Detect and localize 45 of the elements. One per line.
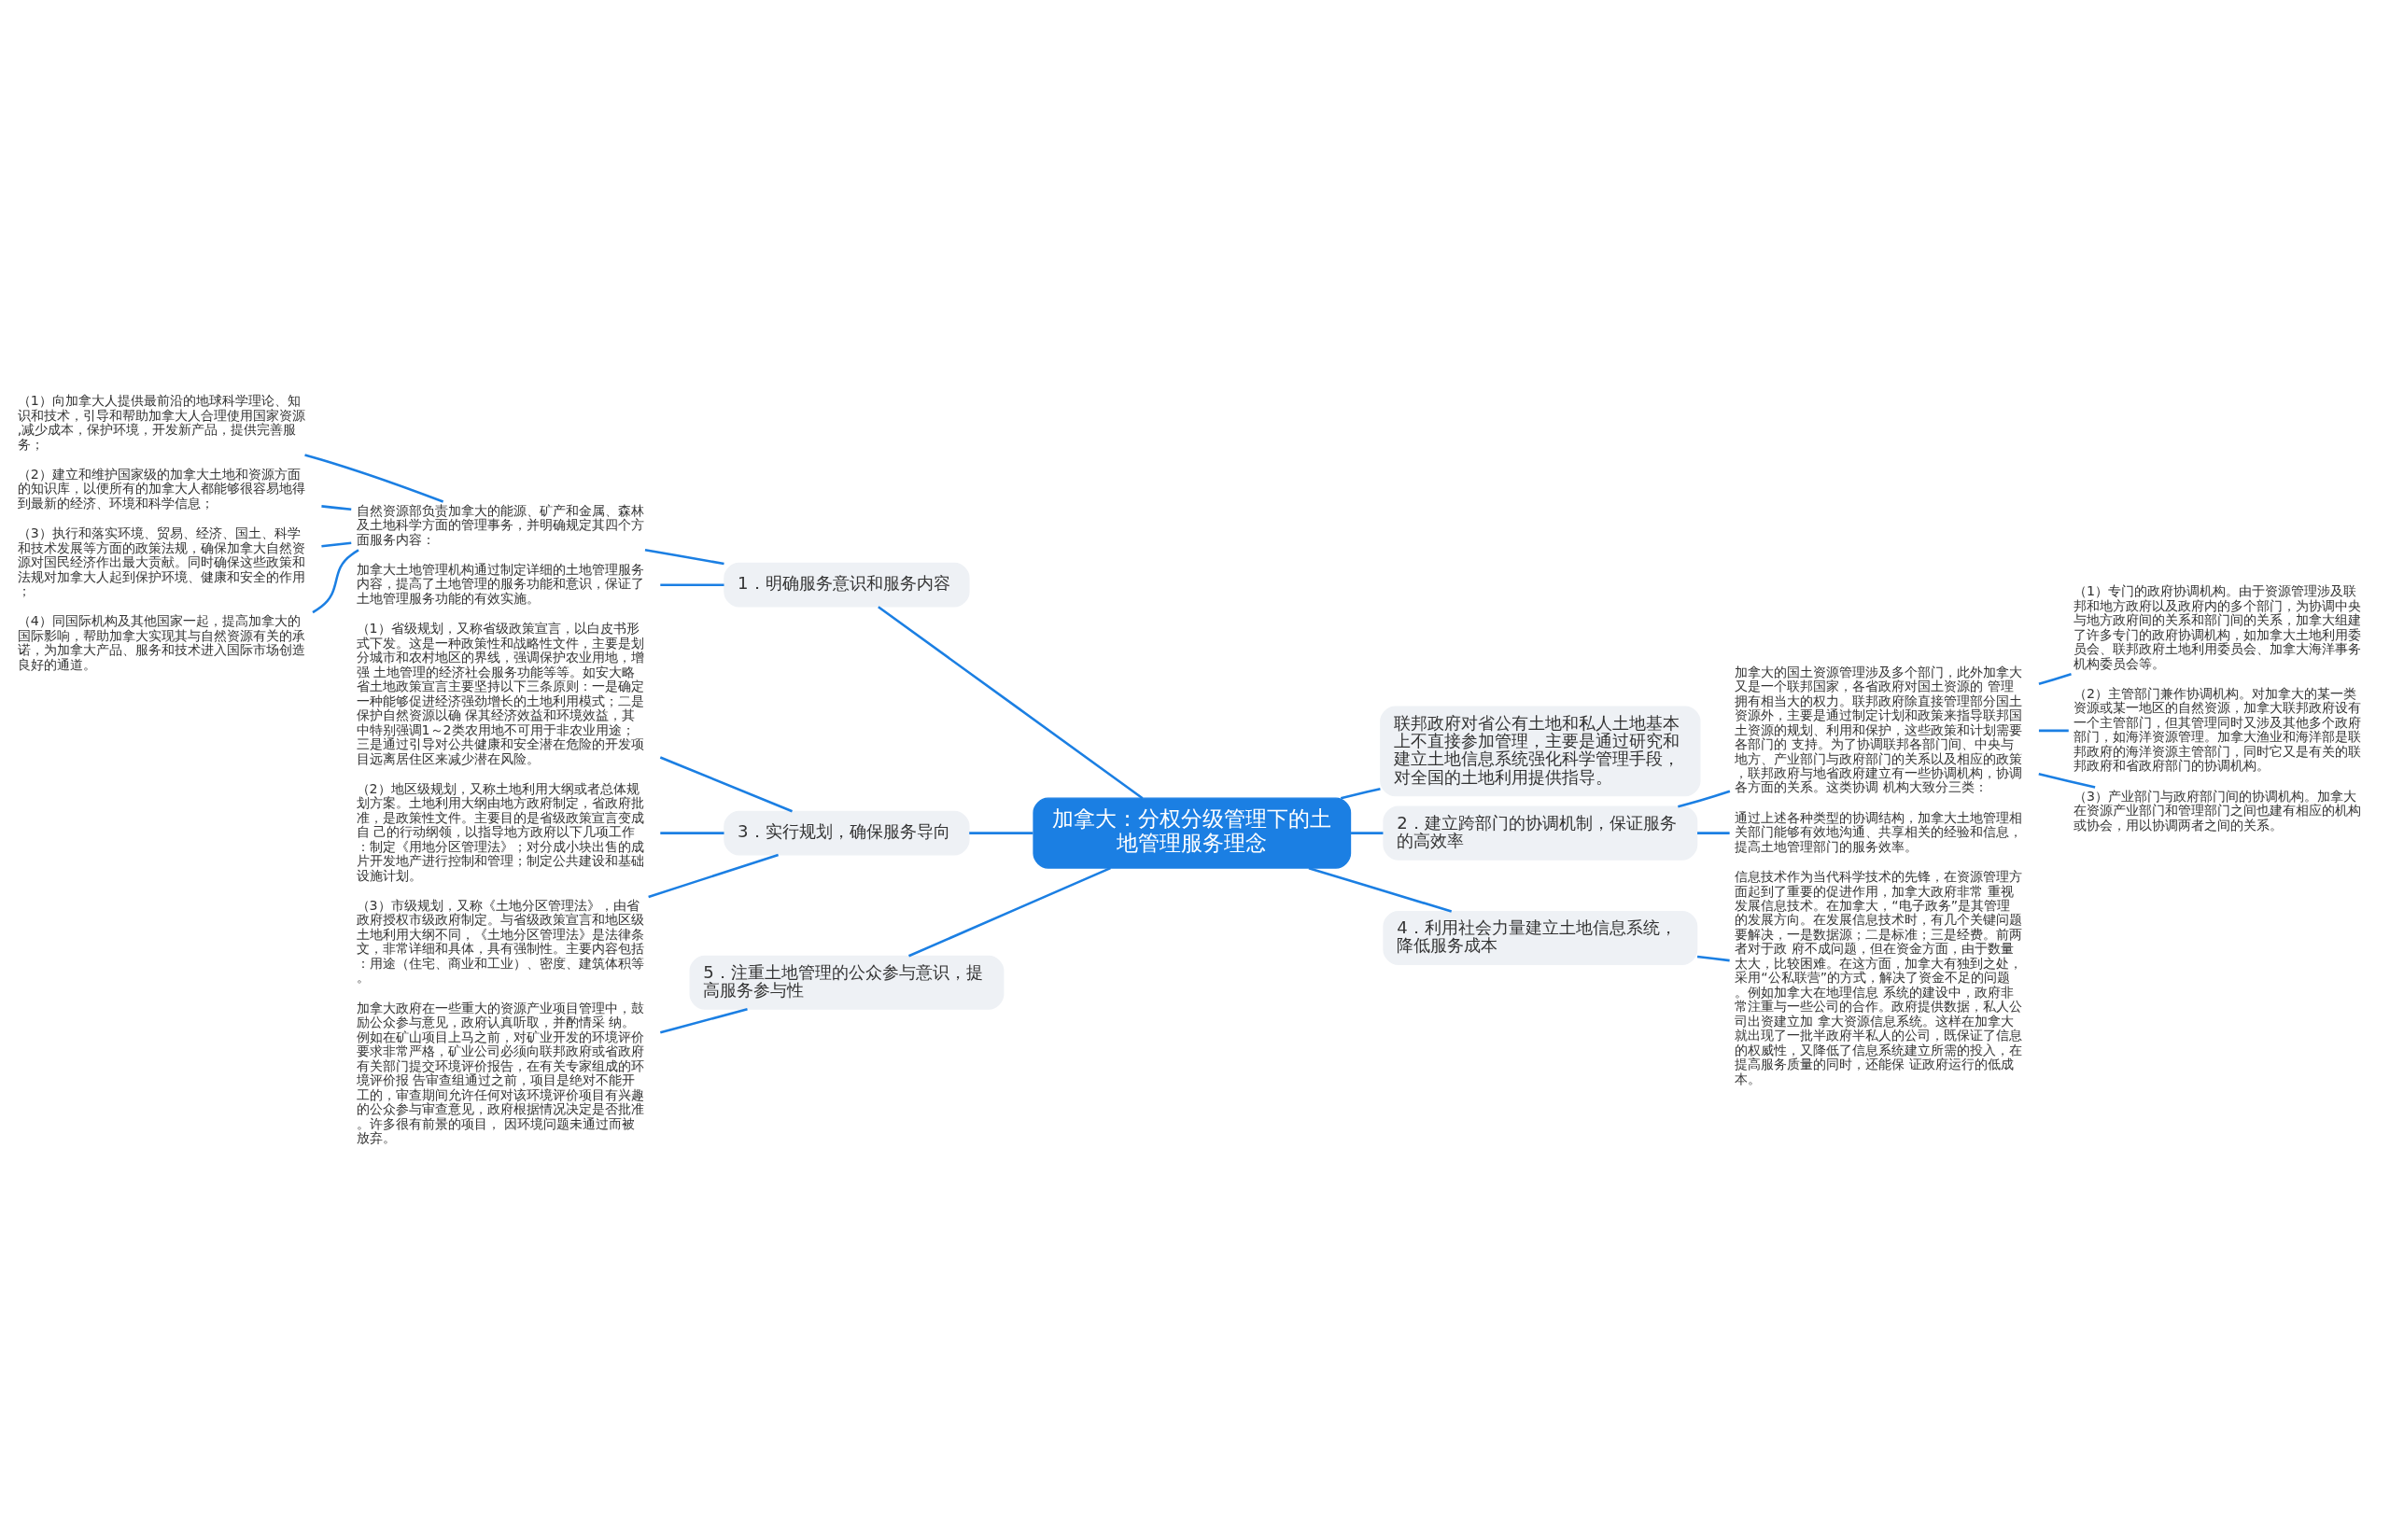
connector (1308, 866, 1453, 913)
connector (1696, 955, 1730, 961)
connector (2038, 672, 2072, 685)
connector (1351, 831, 1384, 834)
connector (321, 504, 352, 511)
connector (312, 548, 359, 613)
node-box: 5．注重土地管理的公众参与意识，提高服务参与性 (689, 955, 1005, 1010)
connector (644, 548, 724, 565)
connector (2038, 729, 2069, 732)
node-text: （2）主管部门兼作协调机构。对加拿大的某一类资源或某一地区的自然资源，加拿大联邦政府设有一个主管部门，但其管理同时又涉及其他多个政府部门，如海洋资源管理。加拿大渔业和海洋部是联邦政府的海洋资源主管部门，同时它又是有关的联邦政府和省政府部门的协调机构。 (2074, 685, 2362, 773)
node-text: （2）建立和维护国家级的加拿大土地和资源方面的知识库，以便所有的加拿大人都能够很容易地得到最新的经济、环境和科学信息； (17, 466, 305, 511)
connector (660, 831, 724, 834)
node-box: 2．建立跨部门的协调机制，保证服务的高效率 (1383, 805, 1698, 861)
node-box: 联邦政府对省公有土地和私人土地基本上不直接参加管理，主要是通过研究和建立土地信息系统强化科学管理手段，对全国的土地利用提供指导。 (1380, 705, 1701, 796)
node-text: （1）省级规划，又称省级政策宣言，以白皮书形式下发。这是一种政策性和战略性文件，主要是划分城市和农村地区的界线，强调保护农业用地，增强 土地管理的经济社会服务功能等等。如安大略省土地政策宣言主要坚持以下三条原则：一是确定一种能够促进经济强劲增长的土地利用模式；二是保护自然资源以确 保其经济效益和环境效益，其中特别强调1～2类农用地不可用于非农业用途；三是通过引导对公共健康和安全潜在危险的开发项目远离居住区来减少潜在风险。 (356, 620, 644, 765)
connector (2038, 772, 2096, 789)
connector (1340, 787, 1381, 799)
node-text: 信息技术作为当代科学技术的先锋，在资源管理方面起到了重要的促进作用，加拿大政府非常 重视发展信息技术。在加拿大，“电子政务”是其管理的发展方向。在发展信息技术时，有几个关键问题要解决，一是数据源；二是标准；三是经费。前两者对于政 府不成问题，但在资金方面，由于数量太大，比较困难。在这方面，加拿大有独到之处，采用“公私联营”的方式，解决了资金不足的问题。例如加拿大在地理信息 系统的建设中，政府非常注重与一些公司的合作。政府提供数据，私人公司出资建立加 拿大资源信息系统。这样在加拿大就出现了一批半政府半私人的公司，既保证了信息的权威性，又降低了信息系统建立所需的投入，在提高服务质量的同时，还能保 证政府运行的低成本。 (1735, 868, 2023, 1086)
connector (304, 453, 444, 503)
node-text: （3）市级规划，又称《土地分区管理法》，由省政府授权市级政府制定。与省级政策宣言和地区级土地利用大纲不同，《土地分区管理法》是法律条文，非常详细和具体，具有强制性。主要内容包括：用途（住宅、商业和工业）、密度、建筑体积等。 (356, 897, 644, 985)
connector (1697, 831, 1730, 834)
node-text: 加拿大政府在一些重大的资源产业项目管理中，鼓励公众参与意见，政府认真听取，并酌情采 纳。例如在矿山项目上马之前，对矿业开发的环境评价要求非常严格，矿业公司必须向联邦政府或省政府有关部门提交环境评价报告，在有关专家组成的环境评价报 告审查组通过之前，项目是绝对不能开工的，审查期间允许任何对该环境评价项目有兴趣的公众参与审查意见，政府根据情况决定是否批准。许多很有前景的项目， 因环境问题未通过而被放弃。 (356, 1000, 644, 1145)
connector (659, 755, 793, 812)
node-box: 1．明确服务意识和服务内容 (724, 562, 970, 608)
connector (878, 605, 1144, 799)
connector (660, 582, 724, 586)
node-text: 加拿大的国土资源管理涉及多个部门，此外加拿大又是一个联邦国家，各省政府对国土资源的 管理拥有相当大的权力。联邦政府除直接管理部分国土资源外，主要是通过制定计划和政策来指导联邦国土资源的规划、利用和保护，这些政策和计划需要各部门的 支持。为了协调联邦各部门间、中央与地方、产业部门与政府部门的关系以及相应的政策，联邦政府与地省政府建立有一些协调机构，协调各方面的关系。这类协调 机构大致分三类： (1735, 664, 2023, 794)
connector (1678, 790, 1731, 807)
node-text: 加拿大土地管理机构通过制定详细的土地管理服务内容，提高了土地管理的服务功能和意识，保证了土地管理服务功能的有效实施。 (356, 561, 644, 606)
node-text: （4）同国际机构及其他国家一起，提高加拿大的国际影响，帮助加拿大实现其与自然资源有关的承诺，为加拿大产品、服务和技术进入国际市场创造良好的通道。 (17, 612, 305, 672)
connector (907, 866, 1111, 957)
node-box: 4．利用社会力量建立土地信息系统，降低服务成本 (1383, 910, 1698, 965)
node-text: （1）专门的政府协调机构。由于资源管理涉及联邦和地方政府以及政府内的多个部门，为协调中央与地方政府间的关系和部门间的关系，加拿大组建了许多专门的政府协调机构，如加拿大土地利用委员会、联邦政府土地利用委员会、加拿大海洋事务机构委员会等。 (2074, 582, 2362, 671)
connector (969, 831, 1033, 834)
node-text: 自然资源部负责加拿大的能源、矿产和金属、森林及土地科学方面的管理事务，并明确规定其四个方面服务内容： (356, 502, 644, 547)
node-text: （2）地区级规划，又称土地利用大纲或者总体规划方案。土地利用大纲由地方政府制定，省政府批准，是政策性文件。主要目的是省级政策宣言变成自 己的行动纲领，以指导地方政府以下几项工作：制定《用地分区管理法》；对分成小块出售的成片开发地产进行控制和管理；制定公共建设和基础设施计划。 (356, 780, 644, 883)
node-text: 通过上述各种类型的协调结构，加拿大土地管理相关部门能够有效地沟通、共享相关的经验和信息，提高土地管理部门的服务效率。 (1735, 809, 2023, 854)
connector (648, 853, 779, 898)
connector (659, 1007, 748, 1034)
node-box: 加拿大：分权分级管理下的土地管理服务理念 (1033, 797, 1352, 869)
node-text: （1）向加拿大人提供最前沿的地球科学理论、知识和技术，引导和帮助加拿大人合理使用国家资源,减少成本，保护环境，开发新产品，提供完善服务； (17, 392, 305, 452)
node-box: 3．实行规划，确保服务导向 (724, 810, 970, 855)
node-text: （3）产业部门与政府部门间的协调机构。加拿大在资源产业部门和管理部门之间也建有相应的机构或协会，用以协调两者之间的关系。 (2074, 788, 2362, 832)
node-text: （3）执行和落实环境、贸易、经济、国土、科学和技术发展等方面的政策法规，确保加拿大自然资源对国民经济作出最大贡献。同时确保这些政策和法规对加拿大人起到保护环境、健康和安全的作用； (17, 525, 305, 598)
connector (321, 540, 352, 547)
